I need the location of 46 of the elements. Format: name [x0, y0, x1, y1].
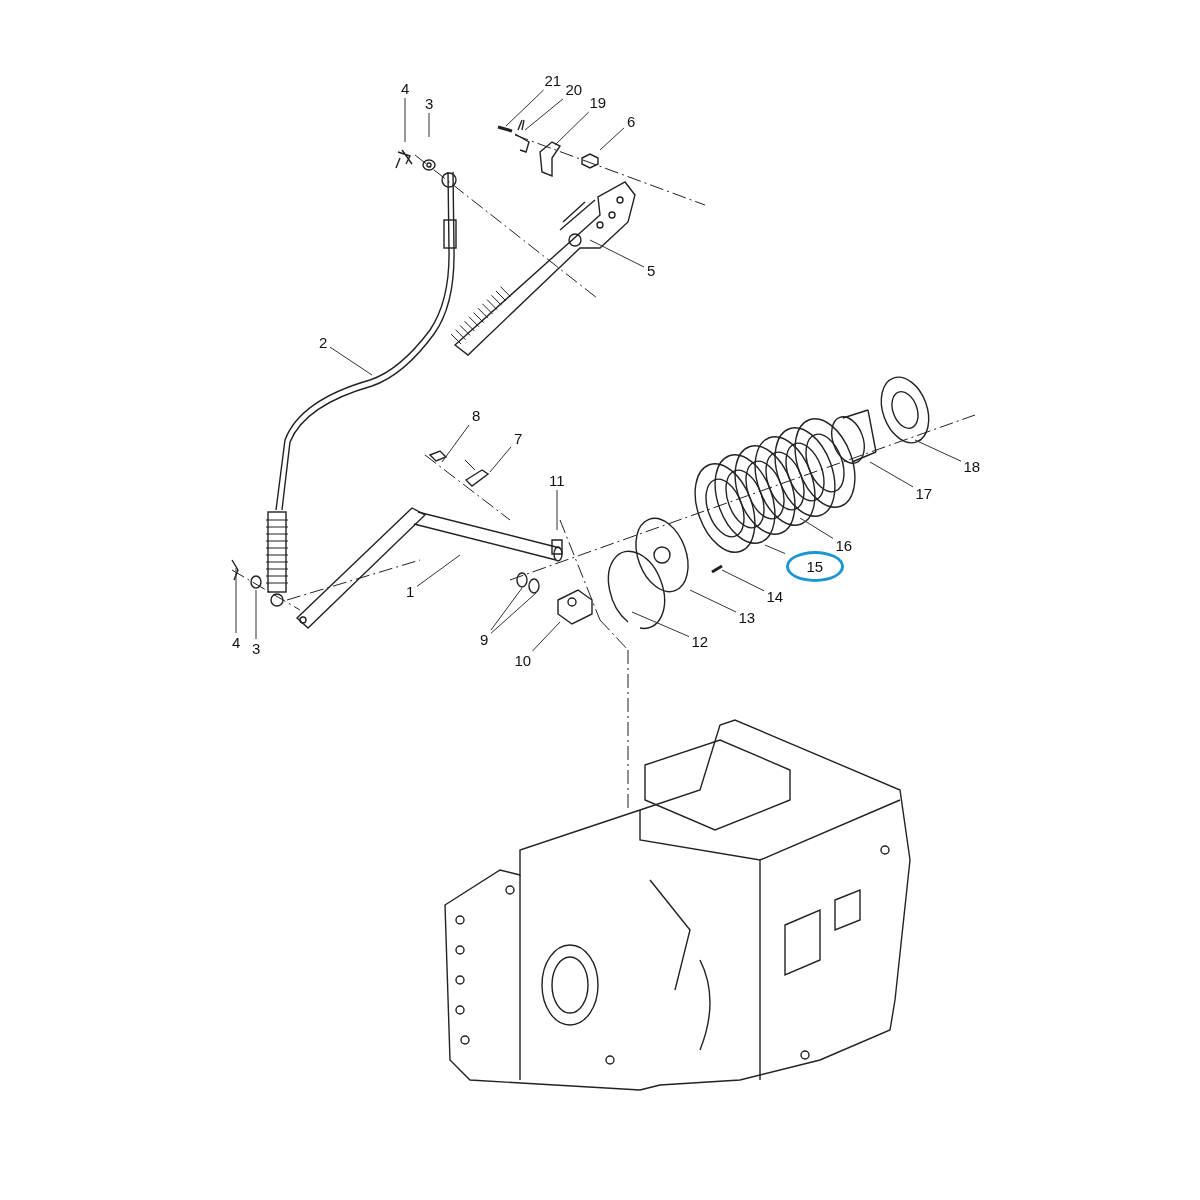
leader-line	[490, 587, 523, 631]
callout-number: 14	[764, 587, 786, 605]
callout-number: 4	[399, 79, 412, 97]
callout-number: 9	[478, 630, 491, 648]
leader-line	[764, 544, 786, 554]
leader-line	[914, 439, 962, 462]
leader-line	[441, 424, 470, 463]
callout-number: 10	[512, 651, 534, 669]
leader-line	[631, 611, 690, 638]
leader-line	[416, 554, 461, 587]
callout-number: 19	[587, 93, 609, 111]
callout-number: 3	[250, 639, 263, 657]
leader-line	[235, 567, 237, 634]
leader-line	[255, 589, 257, 640]
leader-line	[689, 589, 737, 613]
highlighted-callout-number: 15	[785, 550, 845, 582]
callout-number: 21	[542, 71, 564, 89]
leader-line	[532, 621, 561, 652]
leader-line	[329, 346, 373, 376]
callout-number: 18	[961, 457, 983, 475]
leader-line	[490, 592, 537, 634]
callout-number: 8	[470, 406, 483, 424]
leader-line	[489, 446, 512, 473]
callout-number: 6	[625, 112, 638, 130]
leader-line	[505, 89, 545, 127]
callout-number: 17	[913, 484, 935, 502]
callout-number: 3	[423, 94, 436, 112]
leader-line	[869, 461, 914, 488]
leader-line	[599, 127, 625, 151]
callout-number: 4	[230, 633, 243, 651]
leader-line	[554, 111, 590, 146]
leader-line	[556, 489, 558, 531]
callout-number: 13	[736, 608, 758, 626]
leader-line	[524, 98, 564, 131]
callout-number: 2	[317, 333, 330, 351]
callout-number: 7	[512, 429, 525, 447]
leader-line	[404, 97, 406, 143]
callout-number: 5	[645, 261, 658, 279]
callout-number: 20	[563, 80, 585, 98]
leader-line	[428, 112, 430, 138]
leader-line	[721, 569, 765, 592]
callout-number: 12	[689, 632, 711, 650]
leader-line	[799, 517, 834, 539]
leader-line	[589, 239, 645, 268]
callout-number: 1	[404, 582, 417, 600]
callout-number: 11	[547, 471, 567, 489]
